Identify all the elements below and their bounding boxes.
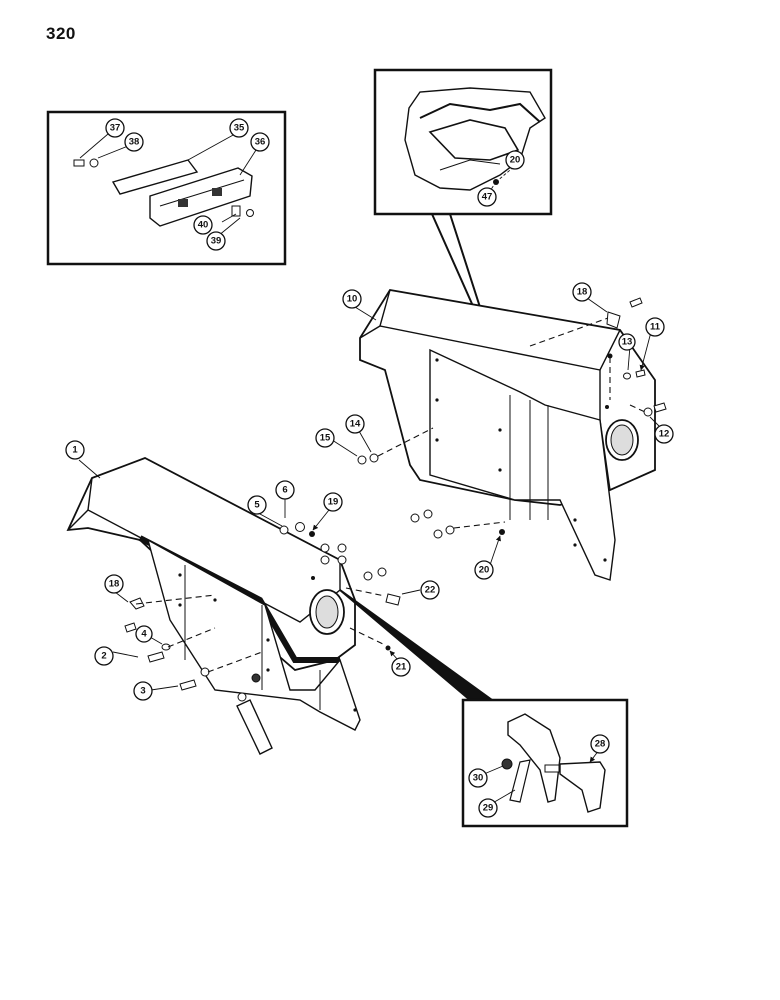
callout-4: 4: [135, 625, 153, 643]
svg-text:40: 40: [198, 220, 209, 231]
callout-5: 5: [247, 495, 267, 515]
callout-38: 38: [124, 132, 144, 152]
callout-47: 47: [477, 187, 497, 207]
callout-20-rear: 20: [474, 560, 494, 580]
svg-text:36: 36: [255, 137, 266, 148]
callout-28: 28: [590, 734, 610, 754]
callout-14: 14: [345, 414, 365, 434]
svg-text:18: 18: [577, 287, 588, 298]
svg-text:20: 20: [479, 565, 490, 576]
callout-18-front: 18: [104, 574, 124, 594]
callout-18-rear: 18: [572, 282, 592, 302]
callout-13: 13: [618, 333, 636, 351]
svg-text:22: 22: [425, 585, 436, 596]
inset-box-top-center: [373, 68, 553, 216]
callout-37: 37: [105, 118, 125, 138]
hardware: [124, 297, 667, 691]
svg-text:4: 4: [141, 629, 147, 640]
svg-text:1: 1: [72, 445, 78, 456]
callout-2: 2: [94, 646, 114, 666]
callout-10: 10: [342, 289, 362, 309]
svg-text:2: 2: [101, 651, 106, 662]
callout-29: 29: [478, 798, 498, 818]
callout-3: 3: [133, 681, 153, 701]
svg-text:29: 29: [483, 803, 494, 814]
inset-pointer-bottom: [339, 589, 496, 701]
callout-1: 1: [65, 440, 85, 460]
svg-text:12: 12: [659, 429, 670, 440]
svg-text:38: 38: [129, 137, 140, 148]
rear-fender-panel: [359, 289, 656, 581]
svg-text:5: 5: [254, 500, 260, 511]
inset-box-top-left: [46, 110, 287, 266]
callout-20-inset: 20: [505, 150, 525, 170]
svg-text:11: 11: [650, 322, 661, 333]
callout-11: 11: [645, 317, 665, 337]
assembly-lines: [135, 317, 646, 673]
strap-bracket: [236, 673, 273, 755]
svg-text:10: 10: [347, 294, 358, 305]
callout-12: 12: [654, 424, 674, 444]
callout-19: 19: [323, 492, 343, 512]
svg-text:15: 15: [320, 433, 331, 444]
callout-39: 39: [206, 231, 226, 251]
svg-text:6: 6: [282, 485, 287, 496]
leader-lines: [78, 297, 661, 805]
svg-text:3: 3: [140, 686, 145, 697]
callout-21: 21: [391, 657, 411, 677]
callout-35: 35: [229, 118, 249, 138]
svg-text:21: 21: [396, 662, 407, 673]
callout-22: 22: [420, 580, 440, 600]
inset-box-bottom: [461, 698, 629, 828]
svg-text:30: 30: [473, 773, 484, 784]
callout-40: 40: [193, 215, 213, 235]
svg-text:35: 35: [234, 123, 245, 134]
callout-30: 30: [468, 768, 488, 788]
svg-text:19: 19: [328, 497, 339, 508]
svg-text:28: 28: [595, 739, 606, 750]
page-number: 320: [46, 24, 76, 43]
callout-36: 36: [250, 132, 270, 152]
svg-text:20: 20: [510, 155, 521, 166]
svg-text:18: 18: [109, 579, 120, 590]
svg-text:39: 39: [211, 236, 222, 247]
callout-6: 6: [275, 480, 295, 500]
svg-text:37: 37: [110, 123, 121, 134]
callout-15: 15: [315, 428, 335, 448]
svg-text:14: 14: [350, 419, 361, 430]
svg-text:47: 47: [482, 192, 493, 203]
svg-text:13: 13: [622, 337, 633, 348]
front-fender-panel: [66, 457, 361, 731]
